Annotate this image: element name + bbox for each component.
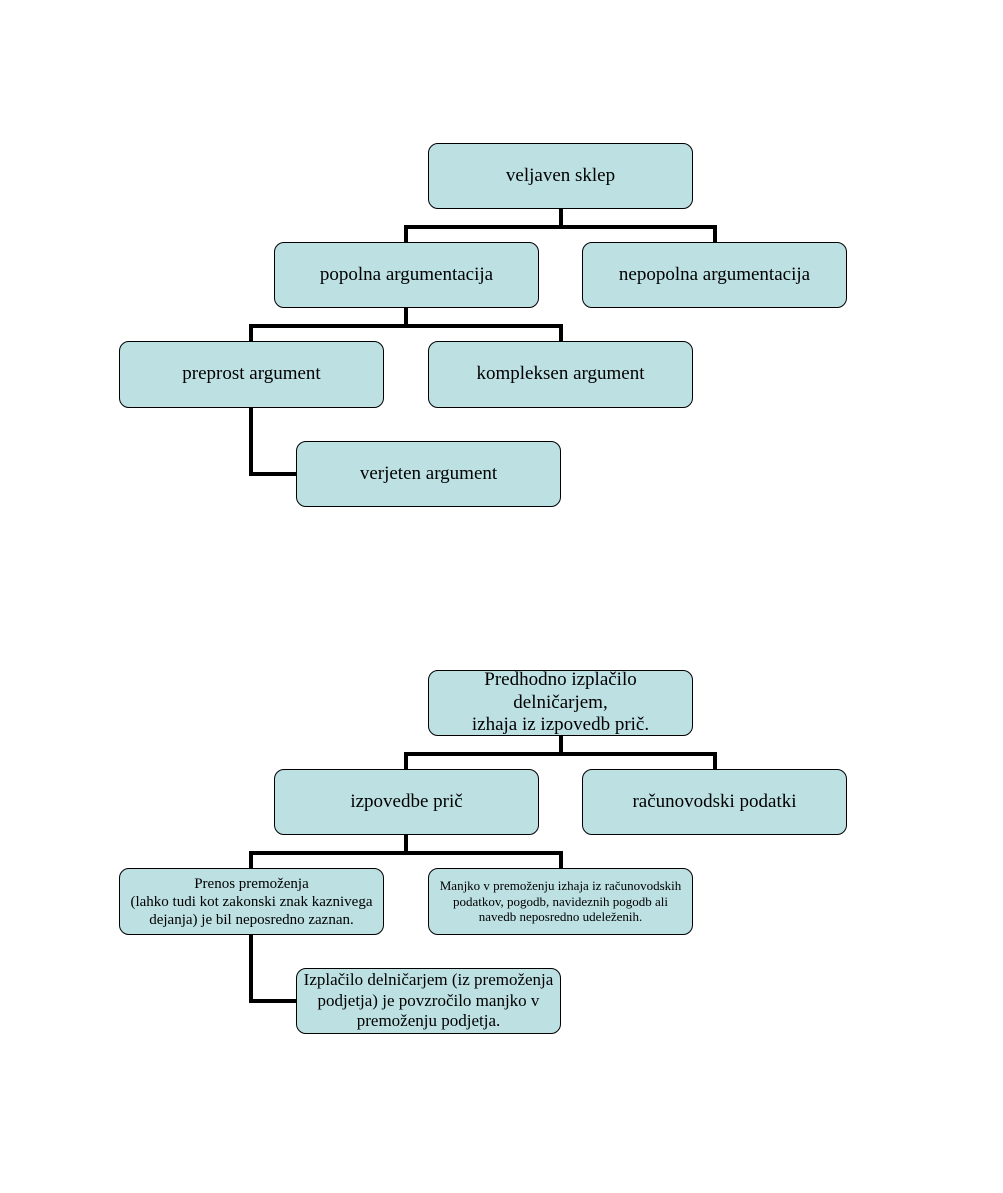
node-label: Prenos premoženja (lahko tudi kot zakons… <box>130 875 373 928</box>
node-label: verjeten argument <box>359 462 498 484</box>
node-label: Manjko v premoženju izhaja iz računovods… <box>439 878 682 925</box>
connector-level1-to-level2 <box>249 833 563 870</box>
connector-level2-to-level3 <box>249 406 298 476</box>
node-label: izpovedbe prič <box>350 790 463 812</box>
node-level1-right: nepopolna argumentacija <box>582 242 847 308</box>
node-level1-right: računovodski podatki <box>582 769 847 835</box>
node-level1-left: izpovedbe prič <box>274 769 539 835</box>
node-label: Izplačilo delničarjem (iz premoženja pod… <box>303 970 554 1031</box>
node-label: popolna argumentacija <box>319 263 494 285</box>
node-level2-left: Prenos premoženja (lahko tudi kot zakons… <box>119 868 384 935</box>
node-label: kompleksen argument <box>476 363 645 385</box>
argument-tree-diagram: veljaven sklep popolna argumentacija nep… <box>0 0 1003 560</box>
node-level2-right: Manjko v premoženju izhaja iz računovods… <box>428 868 693 935</box>
connector-root-to-level1 <box>404 207 717 244</box>
node-level2-right: kompleksen argument <box>428 341 693 408</box>
node-label: Predhodno izplačilo delničarjem, izhaja … <box>471 668 650 736</box>
node-root: Predhodno izplačilo delničarjem, izhaja … <box>428 668 693 736</box>
node-level2-left: preprost argument <box>119 341 384 408</box>
node-level3: Izplačilo delničarjem (iz premoženja pod… <box>296 968 561 1034</box>
connector-level1-to-level2 <box>249 306 563 343</box>
node-level1-left: popolna argumentacija <box>274 242 539 308</box>
node-label: nepopolna argumentacija <box>618 263 811 285</box>
node-label: preprost argument <box>182 363 321 385</box>
connector-root-to-level1 <box>404 734 717 771</box>
node-level3: verjeten argument <box>296 441 561 507</box>
node-label: računovodski podatki <box>632 790 797 812</box>
node-root: veljaven sklep <box>428 143 693 209</box>
connector-level2-to-level3 <box>249 933 298 1003</box>
evidence-tree-diagram: Predhodno izplačilo delničarjem, izhaja … <box>0 600 1003 1080</box>
node-label: veljaven sklep <box>505 164 616 186</box>
